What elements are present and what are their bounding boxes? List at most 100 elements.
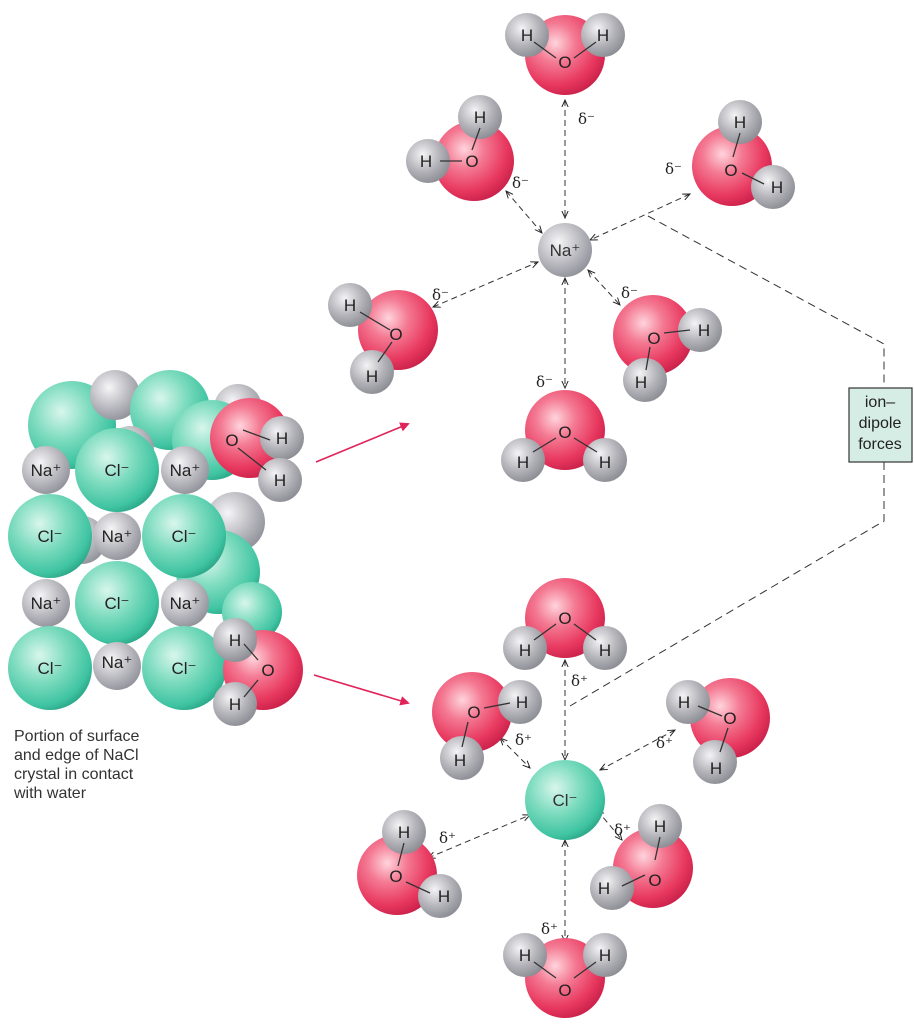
svg-text:O: O [558,423,571,442]
water-molecule: O H H [503,933,627,1018]
sodium-ion [93,512,141,560]
svg-text:O: O [261,661,274,680]
svg-text:H: H [599,946,611,965]
sodium-ion [161,579,209,627]
chloride-ion [142,494,226,578]
svg-text:H: H [274,471,286,490]
crystal-caption: Portion of surface and edge of NaCl crys… [13,728,140,802]
svg-text:O: O [467,703,480,722]
svg-text:Cl⁻: Cl⁻ [552,791,577,810]
svg-text:δ⁻: δ⁻ [512,174,529,192]
svg-text:with water: with water [13,785,87,802]
water-molecule: O H H [590,804,693,910]
svg-text:H: H [474,108,486,127]
svg-text:Portion of surface: Portion of surface [14,728,140,745]
chloride-ion [142,626,226,710]
svg-text:Cl⁻: Cl⁻ [104,594,129,613]
svg-text:H: H [229,631,241,650]
svg-text:O: O [225,431,238,450]
sodium-ion [161,446,209,494]
svg-text:H: H [635,373,647,392]
svg-text:δ⁺: δ⁺ [571,672,588,690]
water-molecule: O H H [505,13,625,95]
svg-text:δ⁺: δ⁺ [656,734,673,752]
svg-text:Na⁺: Na⁺ [550,241,581,260]
svg-text:Cl⁻: Cl⁻ [37,527,62,546]
svg-text:Cl⁻: Cl⁻ [104,461,129,480]
svg-text:Na⁺: Na⁺ [170,461,201,480]
pointer-arrow-to-sodium [315,422,410,463]
svg-text:ion–: ion– [865,394,895,411]
svg-text:H: H [734,113,746,132]
svg-text:Cl⁻: Cl⁻ [171,659,196,678]
svg-text:δ⁻: δ⁻ [621,284,638,302]
svg-text:δ⁻: δ⁻ [665,160,682,178]
svg-text:Na⁺: Na⁺ [102,527,133,546]
svg-text:O: O [558,609,571,628]
ion-dipole-connector [569,215,885,707]
water-molecule: O H H [613,295,722,402]
svg-text:H: H [519,641,531,660]
svg-text:H: H [517,453,529,472]
chloride-ion [8,626,92,710]
sodium-ion [538,223,592,277]
sodium-ion [93,642,141,690]
sodium-hydration: Na⁺ δ⁻ δ⁻ δ⁻ δ⁻ δ⁻ δ⁻ O H H O H H [328,13,795,482]
svg-text:Cl⁻: Cl⁻ [37,659,62,678]
svg-text:H: H [398,823,410,842]
svg-text:H: H [454,751,466,770]
water-molecule: O H H [213,618,303,726]
svg-text:Na⁺: Na⁺ [102,653,133,672]
water-molecule: O H H [503,578,627,670]
svg-text:δ⁺: δ⁺ [614,821,631,839]
svg-text:H: H [229,695,241,714]
svg-text:O: O [648,871,661,890]
water-molecule: O H H [692,100,795,209]
svg-text:H: H [521,26,533,45]
svg-text:H: H [597,26,609,45]
svg-text:H: H [366,367,378,386]
svg-text:H: H [598,879,610,898]
pointer-arrow-to-chloride [313,674,410,706]
water-molecule: O H H [501,390,627,482]
svg-text:H: H [420,152,432,171]
svg-text:H: H [710,759,722,778]
chloride-ion [75,561,159,645]
chloride-hydration: Cl⁻ δ⁺ δ⁺ δ⁺ δ⁺ δ⁺ δ⁺ O H H O H H [357,578,770,1018]
svg-text:H: H [599,641,611,660]
svg-text:Na⁺: Na⁺ [170,594,201,613]
svg-text:H: H [438,887,450,906]
svg-text:H: H [698,321,710,340]
sodium-ion [22,446,70,494]
svg-text:δ⁺: δ⁺ [541,920,558,938]
chloride-ion [8,494,92,578]
svg-text:H: H [678,693,690,712]
svg-text:H: H [516,693,528,712]
svg-text:O: O [647,329,660,348]
svg-text:H: H [599,453,611,472]
water-molecule: O H H [210,398,304,502]
svg-text:H: H [344,296,356,315]
svg-text:dipole: dipole [859,415,902,432]
svg-text:δ⁺: δ⁺ [439,829,456,847]
svg-text:crystal in contact: crystal in contact [14,766,134,783]
water-molecule: O H H [406,95,514,201]
svg-text:O: O [724,161,737,180]
svg-text:Na⁺: Na⁺ [31,461,62,480]
svg-text:δ⁺: δ⁺ [515,731,532,749]
svg-text:forces: forces [858,436,902,453]
svg-text:O: O [558,981,571,1000]
chloride-ion [75,428,159,512]
water-molecule: O H H [432,672,542,780]
svg-text:O: O [723,709,736,728]
svg-text:H: H [276,429,288,448]
svg-text:δ⁻: δ⁻ [432,286,449,304]
svg-text:H: H [771,178,783,197]
svg-text:Na⁺: Na⁺ [31,594,62,613]
svg-text:H: H [519,946,531,965]
water-molecule: O H H [328,283,438,394]
svg-text:O: O [389,867,402,886]
svg-text:H: H [654,817,666,836]
svg-text:and edge of NaCl: and edge of NaCl [14,747,139,764]
